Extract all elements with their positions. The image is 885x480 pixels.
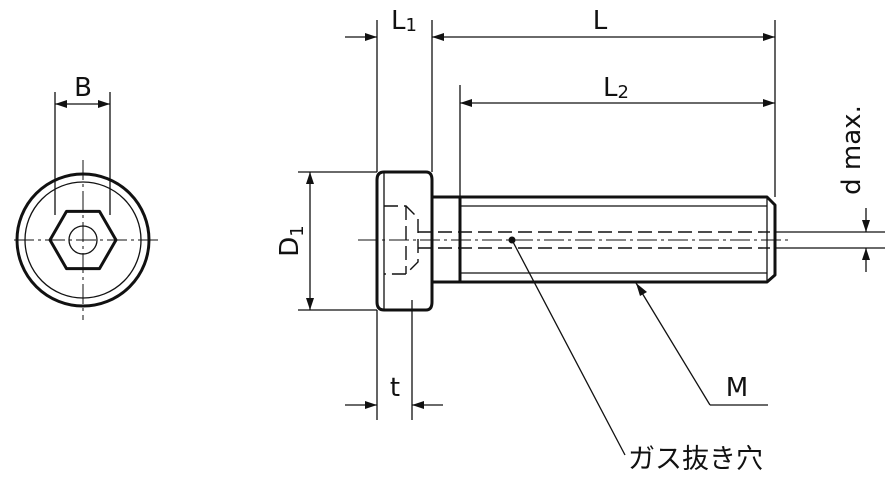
l2-arrow-left bbox=[460, 99, 472, 107]
m-leader-line bbox=[635, 282, 711, 406]
d1-label: D1 bbox=[275, 225, 308, 256]
m-leader-arrow bbox=[636, 283, 647, 296]
b-arrow-left bbox=[55, 100, 67, 108]
b-label: B bbox=[74, 73, 92, 103]
d-max-label: d max. bbox=[837, 105, 867, 195]
gas-vent-hole-label: ガス抜き穴 bbox=[628, 444, 763, 475]
d-arrow-bottom bbox=[862, 248, 870, 260]
m-label: M bbox=[726, 373, 748, 403]
l1-label: L1 bbox=[391, 6, 417, 36]
threaded-shank bbox=[458, 195, 777, 284]
screw-head bbox=[375, 170, 434, 312]
gas-vent-hole-circle bbox=[68, 225, 98, 255]
hex-socket-icon bbox=[48, 209, 118, 271]
head-chamfer-circle bbox=[24, 181, 142, 299]
l-arrow-right bbox=[763, 33, 775, 41]
svg-text:D1: D1 bbox=[275, 225, 308, 256]
d1-arrow-top bbox=[306, 172, 314, 184]
b-arrow-right bbox=[98, 100, 110, 108]
head-outer-circle bbox=[15, 172, 151, 308]
l2-label: L2 bbox=[603, 73, 629, 103]
gas-vent-leader-line bbox=[511, 239, 626, 456]
d-arrow-top bbox=[862, 220, 870, 232]
side-view: D1 L1 L L2 d max. t bbox=[275, 6, 885, 475]
l-arrow-left bbox=[432, 33, 444, 41]
l1-arrow bbox=[365, 33, 377, 41]
end-view: B bbox=[14, 73, 162, 320]
l-label: L bbox=[593, 6, 608, 36]
d1-arrow-bottom bbox=[306, 298, 314, 310]
l2-arrow-right bbox=[763, 99, 775, 107]
hex-socket-hidden bbox=[384, 205, 419, 275]
t-label: t bbox=[390, 373, 400, 403]
t-arrow-right bbox=[412, 401, 424, 409]
t-arrow-left bbox=[365, 401, 377, 409]
